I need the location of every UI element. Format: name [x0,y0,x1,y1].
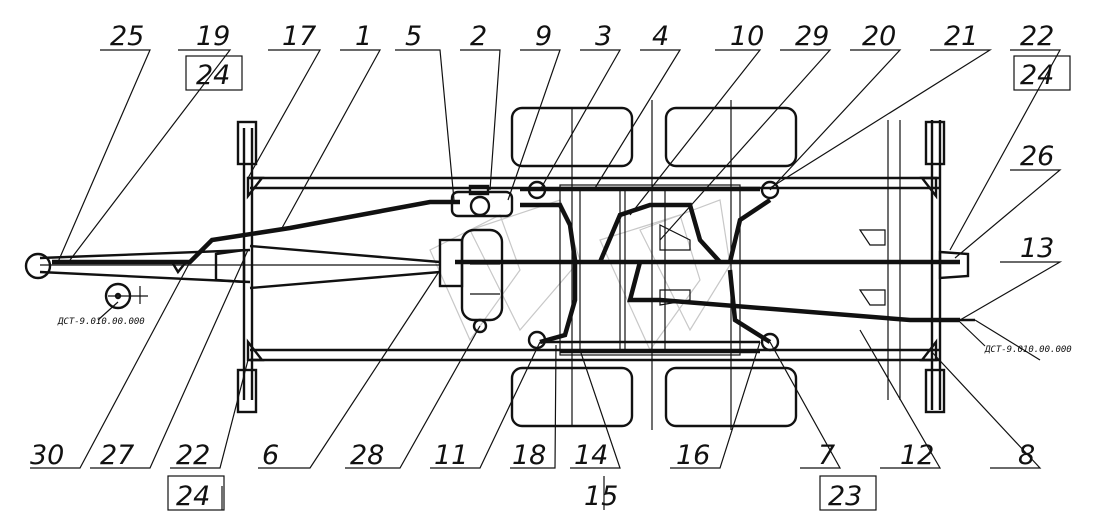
label-18: 18 [512,440,546,471]
labels-bottom: 30 27 22 24 6 28 11 18 14 15 16 7 23 12 … [30,440,1035,512]
label-22-b: 22 [176,440,210,471]
rear-coupling [114,250,1041,361]
air-receiver [438,228,504,334]
label-22-a: 22 [1020,21,1054,52]
label-29: 29 [795,21,829,52]
wheels [510,100,798,430]
leader-lines [30,49,1063,510]
label-19: 19 [196,21,230,52]
label-15: 15 [584,481,618,512]
label-4: 4 [652,21,669,52]
label-12: 12 [900,440,934,471]
label-28: 28 [350,440,384,471]
note-left-valve: ДСТ-9.010.00.000 [57,317,145,327]
label-27: 27 [100,440,134,471]
label-9: 9 [535,21,552,52]
label-30: 30 [30,440,64,471]
label-23: 23 [828,481,862,512]
label-25: 25 [110,21,144,52]
label-2: 2 [470,21,487,52]
label-20: 20 [862,21,896,52]
drawbar [24,244,441,310]
label-16: 16 [676,440,710,471]
label-14: 14 [574,440,608,471]
label-24-a: 24 [196,60,230,91]
label-24-b: 24 [1020,60,1054,91]
label-6: 6 [262,440,279,471]
note-right-valve: ДСТ-9.010.00.000 [984,345,1072,355]
label-8: 8 [1018,440,1035,471]
label-24-c: 24 [176,481,210,512]
label-13: 13 [1020,233,1054,264]
labels-top: 25 19 24 17 1 5 2 9 3 4 10 29 20 21 22 2… [110,21,1054,264]
control-valve [450,184,514,218]
label-7: 7 [818,440,835,471]
label-26: 26 [1020,141,1054,172]
label-11: 11 [434,440,468,471]
label-5: 5 [405,21,422,52]
label-10: 10 [730,21,764,52]
label-3: 3 [595,21,612,52]
label-21: 21 [944,21,978,52]
axle-assembly [559,184,886,356]
label-1: 1 [355,21,372,52]
label-frames [167,55,1071,511]
label-17: 17 [282,21,316,52]
